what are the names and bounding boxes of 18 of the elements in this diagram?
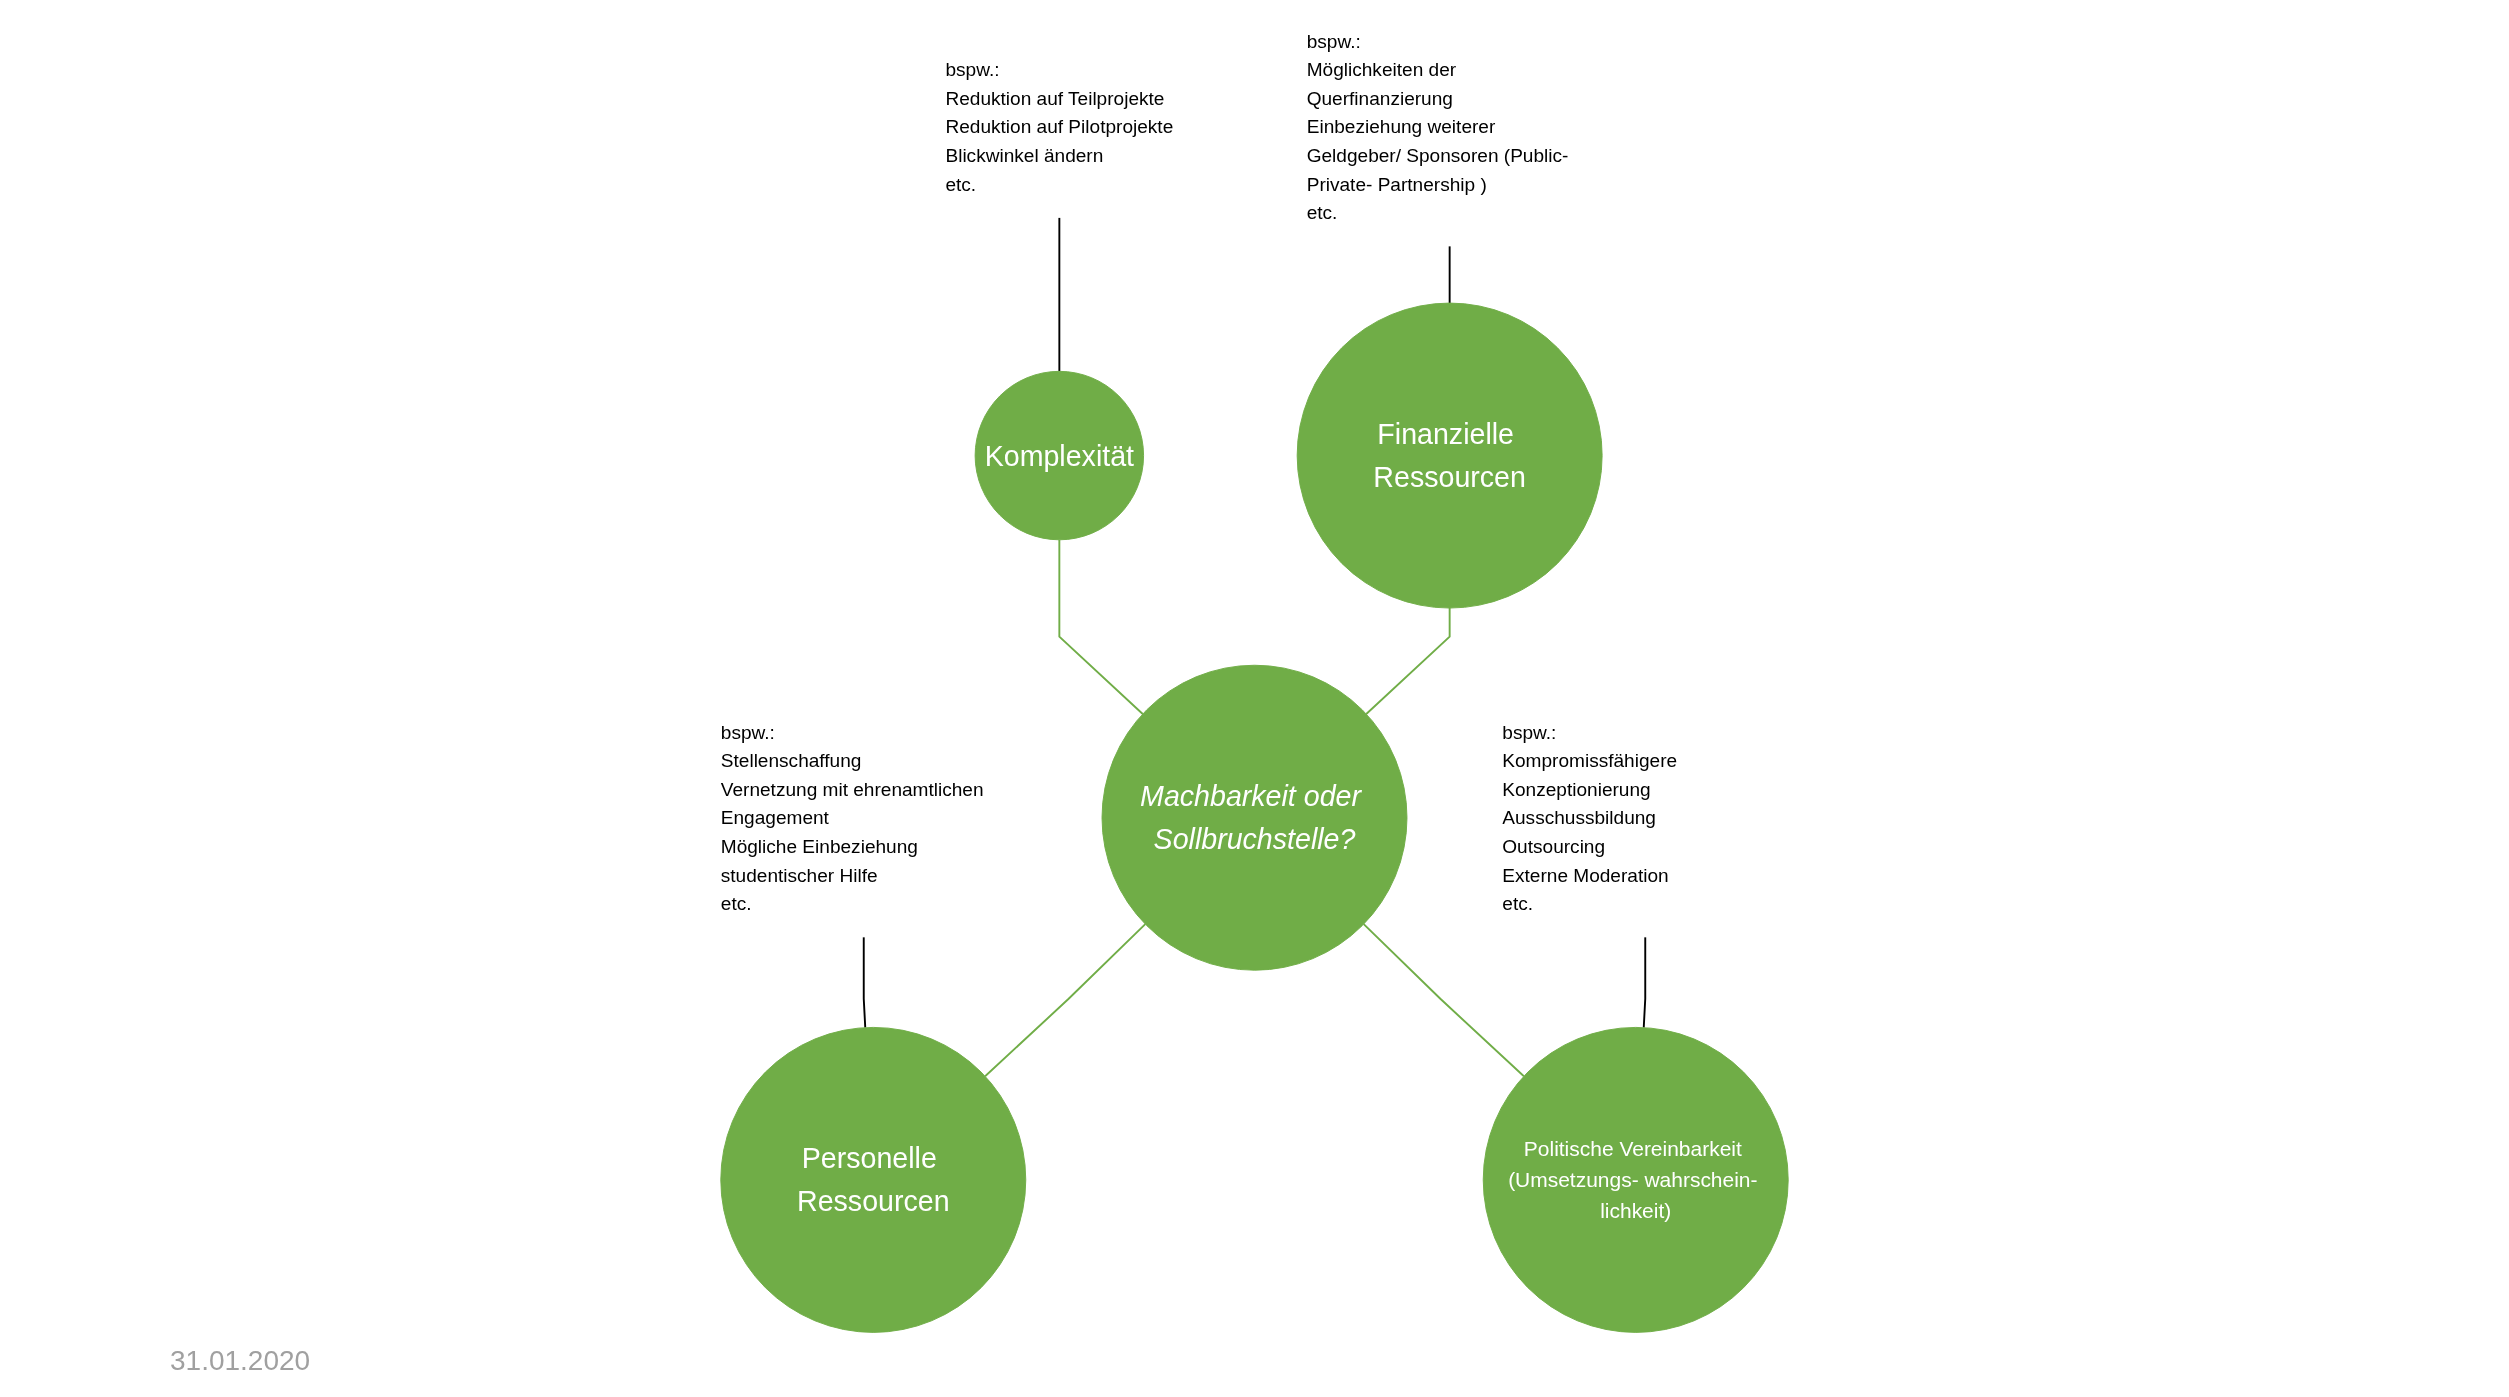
- connector: [1058, 538, 1144, 715]
- node-text: bspw.: Möglichkeiten der Querfinanzierung Einbeziehung weiterer Geldgeber/ Sponsoren (Public-Private- Partnership ) etc.: [1306, 30, 1569, 224]
- connector: [1448, 244, 1451, 305]
- node-circle: Politische Vereinbarkeit (Umsetzungs- wahrschein- lichkeit): [1482, 1026, 1789, 1333]
- connector: [984, 923, 1147, 1078]
- node-circle: Finanzielle Ressourcen: [1296, 302, 1603, 609]
- node-text: bspw.: Reduktion auf Teilprojekte Reduktion auf Pilotprojekte Blickwinkel ändern etc.: [945, 59, 1174, 195]
- connector: [1642, 935, 1647, 1029]
- date-label: 31.01.2020: [170, 1345, 311, 1377]
- connector: [862, 935, 867, 1029]
- node-text: bspw.: Kompromissfähigere Konzeptionierung Ausschussbildung Outsourcing Externe Moderation etc.: [1502, 721, 1678, 914]
- connector: [1365, 607, 1451, 715]
- node-circle: Machbarkeit oder Sollbruchstelle?: [1101, 664, 1408, 971]
- node-circle: Personelle Ressourcen: [720, 1026, 1027, 1333]
- node-text: bspw.: Stellenschaffung Vernetzung mit ehrenamtlichen Engagement Mögliche Einbeziehung studentischer Hilfe etc.: [720, 721, 984, 914]
- connector: [1362, 923, 1525, 1078]
- connector: [1058, 216, 1061, 373]
- node-circle: Komplexität: [974, 370, 1145, 541]
